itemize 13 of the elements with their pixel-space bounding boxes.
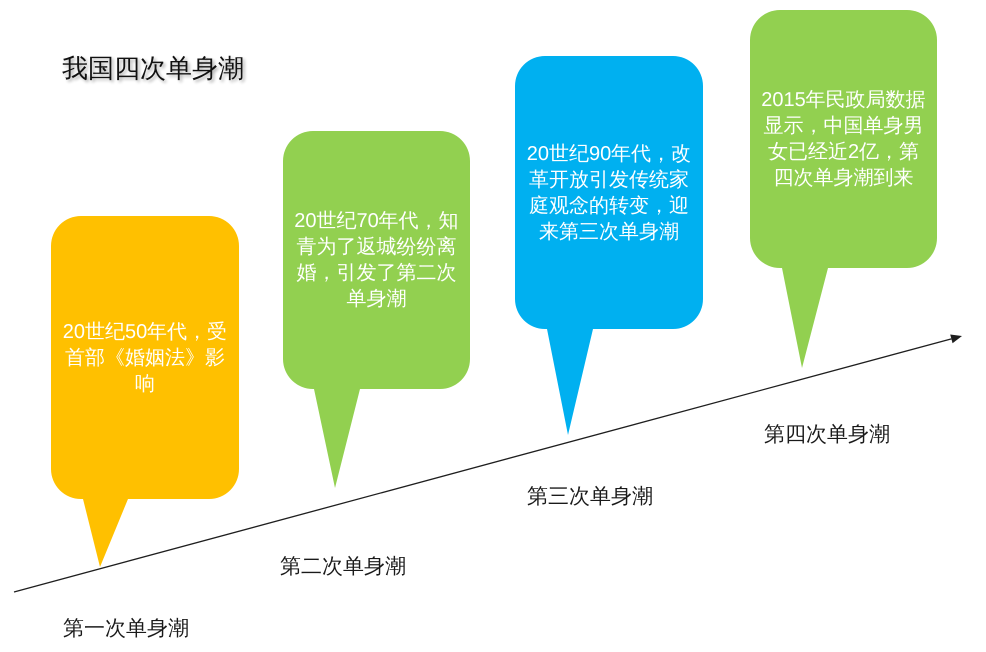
speech-bubble bbox=[515, 56, 703, 435]
bubble-text: 20世纪90年代，改革开放引发传统家庭观念的转变，迎来第三次单身潮 bbox=[526, 142, 692, 244]
title: 我国四次单身潮 bbox=[62, 52, 244, 85]
speech-bubble bbox=[51, 216, 239, 567]
speech-bubble bbox=[283, 131, 470, 488]
speech-bubble bbox=[750, 10, 937, 368]
wave-label: 第一次单身潮 bbox=[63, 616, 189, 642]
wave-label: 第二次单身潮 bbox=[280, 554, 406, 580]
wave-label: 第四次单身潮 bbox=[764, 422, 890, 448]
bubble-text: 20世纪50年代，受首部《婚姻法》影响 bbox=[62, 320, 228, 396]
bubble-text: 20世纪70年代，知青为了返城纷纷离婚，引发了第二次单身潮 bbox=[293, 209, 460, 312]
wave-label: 第三次单身潮 bbox=[527, 484, 653, 510]
bubble-text: 2015年民政局数据显示，中国单身男女已经近2亿，第四次单身潮到来 bbox=[760, 88, 927, 191]
